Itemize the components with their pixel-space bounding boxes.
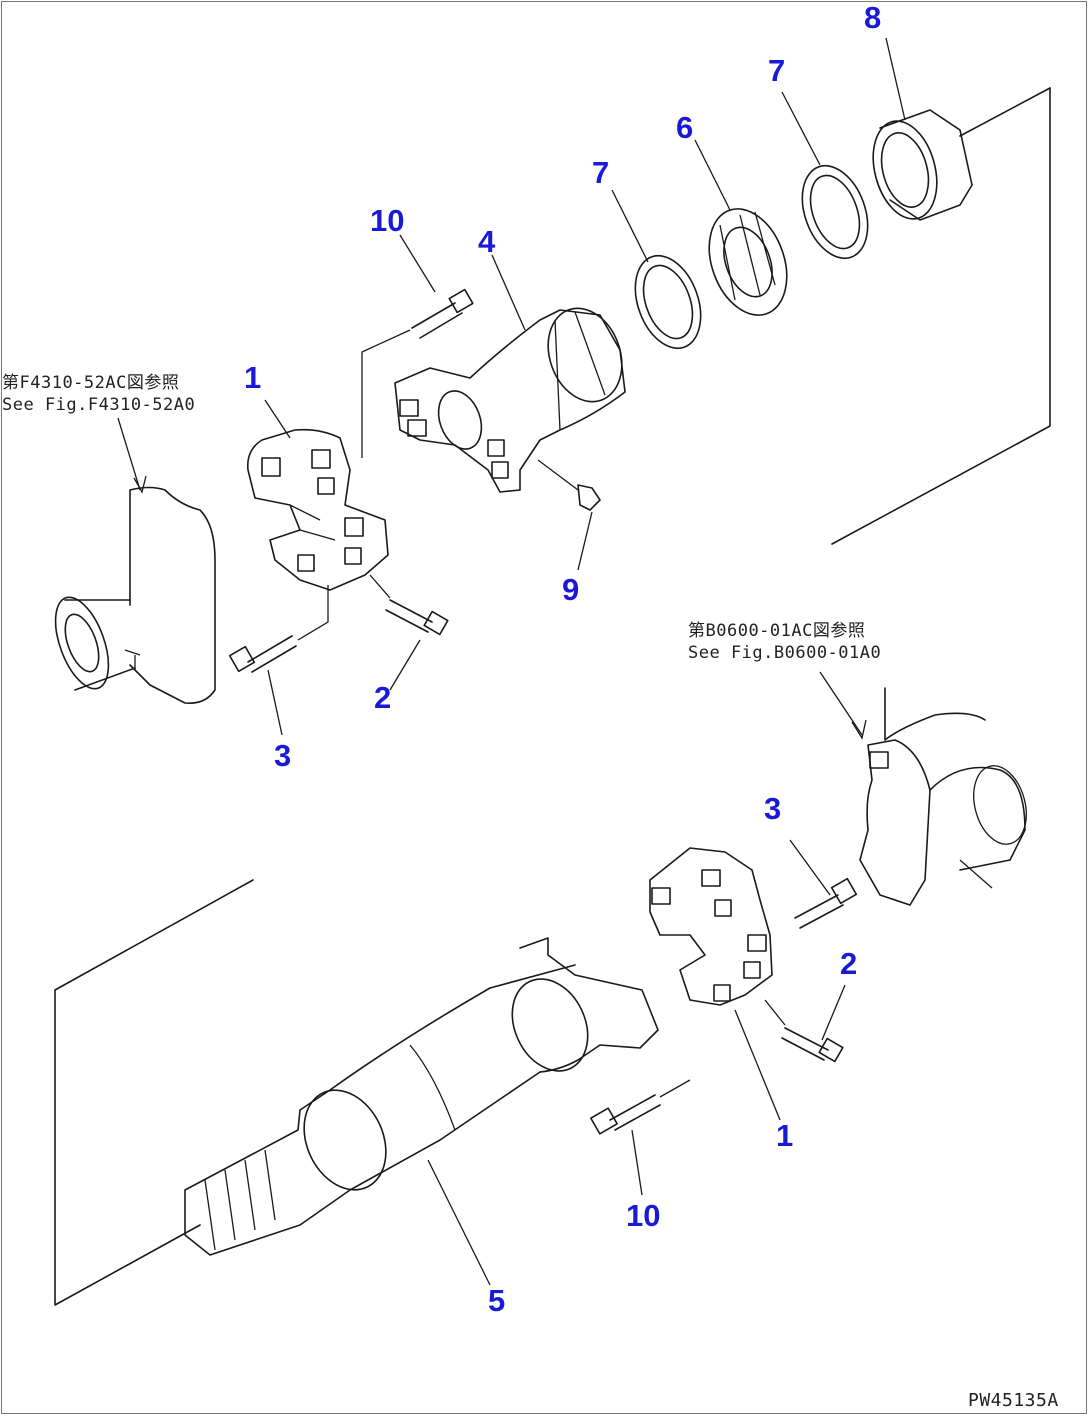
upper-leader-lines xyxy=(117,37,906,736)
upper-bolts xyxy=(228,288,474,673)
upper-assembly xyxy=(54,37,1051,736)
reference-upper-jp: 第F4310-52AC図参照 xyxy=(2,373,180,393)
splined-shaft xyxy=(184,937,659,1256)
snap-ring-a xyxy=(634,254,702,350)
reference-note-upper: 第F4310-52AC図参照 See Fig.F4310-52A0 xyxy=(2,372,195,416)
callout-8: 8 xyxy=(864,0,882,35)
upper-universal-joint xyxy=(246,428,389,591)
callout-3-lower: 3 xyxy=(764,791,782,826)
lower-bolts xyxy=(590,877,858,1135)
callout-1-lower: 1 xyxy=(776,1118,794,1153)
reference-lower-jp: 第B0600-01AC図参照 xyxy=(688,621,866,641)
reference-lower-en: See Fig.B0600-01A0 xyxy=(688,643,882,663)
reference-upper-en: See Fig.F4310-52A0 xyxy=(2,395,196,415)
upper-flange-housing xyxy=(54,486,216,705)
bearing xyxy=(708,208,788,316)
reference-note-lower: 第B0600-01AC図参照 See Fig.B0600-01A0 xyxy=(688,620,881,664)
callout-4: 4 xyxy=(478,224,496,259)
drawing-code: PW45135A xyxy=(968,1390,1059,1411)
callout-10-lower: 10 xyxy=(626,1198,661,1233)
lower-flange-housing xyxy=(859,687,1027,906)
callout-7-right: 7 xyxy=(768,53,786,88)
lower-universal-joint xyxy=(649,847,773,1006)
callout-3-upper: 3 xyxy=(274,738,292,773)
callout-9: 9 xyxy=(562,572,580,607)
callout-5: 5 xyxy=(488,1283,506,1318)
upper-yoke xyxy=(394,307,626,493)
lower-leader-lines xyxy=(427,671,867,1286)
callout-1-upper: 1 xyxy=(244,360,262,395)
callout-10-upper: 10 xyxy=(370,203,405,238)
snap-ring-b xyxy=(801,164,869,260)
grease-fitting xyxy=(537,459,601,511)
callout-7-left: 7 xyxy=(592,155,610,190)
callout-2-upper: 2 xyxy=(374,680,392,715)
lower-assembly xyxy=(54,671,1027,1306)
callout-2-lower: 2 xyxy=(840,946,858,981)
callout-6: 6 xyxy=(676,110,694,145)
oil-seal xyxy=(872,109,973,221)
